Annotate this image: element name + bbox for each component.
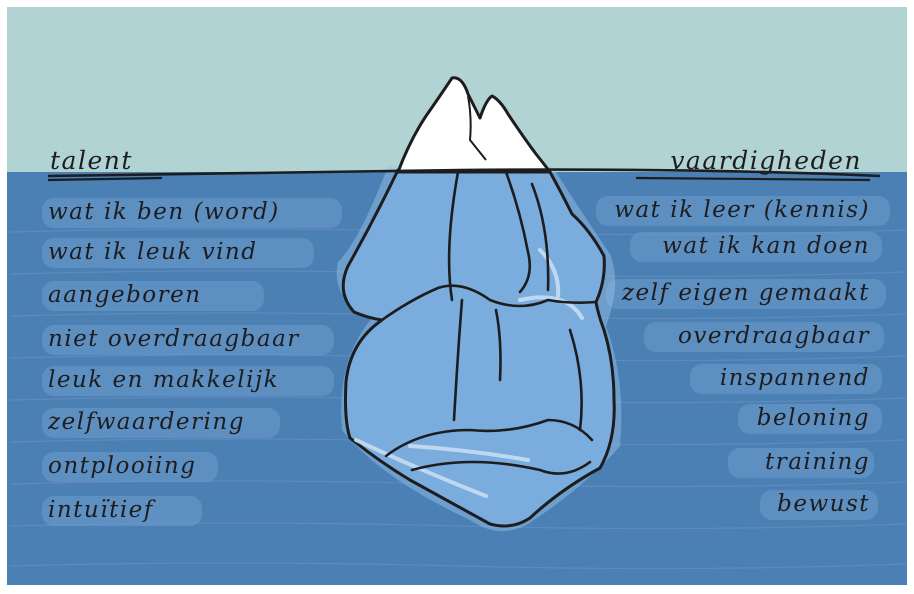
heading-underline-left (47, 176, 163, 182)
talent-item: zelfwaardering (48, 409, 245, 435)
heading-talent: talent (50, 146, 133, 175)
iceberg-contours (380, 170, 598, 475)
heading-underline-right (635, 176, 871, 182)
vaardigheden-item: training (764, 449, 870, 475)
waterline (47, 168, 881, 178)
talent-item: ontplooiing (48, 453, 197, 479)
talent-item: intuïtief (48, 497, 154, 523)
talent-item: aangeboren (48, 282, 202, 308)
vaardigheden-item: wat ik leer (kennis) (614, 197, 870, 223)
vaardigheden-item: zelf eigen gemaakt (621, 280, 870, 306)
vaardigheden-item: beloning (756, 405, 870, 431)
talent-item: wat ik ben (word) (48, 199, 280, 225)
iceberg-tip (396, 76, 552, 174)
frame-border (3, 3, 911, 589)
talent-item: leuk en makkelijk (48, 367, 280, 393)
vaardigheden-item: overdraagbaar (678, 323, 870, 349)
talent-item: niet overdraagbaar (48, 326, 300, 352)
iceberg-tip-ridge (467, 95, 487, 161)
talent-item: wat ik leuk vind (48, 239, 258, 265)
vaardigheden-item: bewust (777, 491, 870, 517)
vaardigheden-item: wat ik kan doen (662, 233, 870, 259)
label-highlights (42, 196, 890, 526)
vaardigheden-item: inspannend (719, 365, 870, 391)
heading-vaardigheden: vaardigheden (670, 146, 862, 175)
